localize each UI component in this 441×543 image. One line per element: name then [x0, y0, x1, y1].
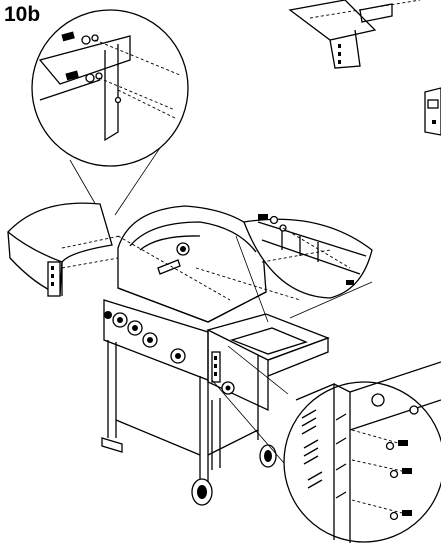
- control-knob: [127, 320, 143, 336]
- assembly-guide-lines: [117, 235, 331, 301]
- detail-circle-left-shelf: [31, 9, 189, 216]
- cart-frame: [101, 340, 259, 482]
- step-label: 10b: [4, 3, 41, 26]
- vent-slots: [301, 409, 347, 499]
- control-knob: [170, 348, 186, 364]
- screw: [385, 440, 408, 451]
- wheel: [259, 444, 277, 468]
- screw: [389, 510, 412, 521]
- control-knob: [112, 312, 128, 328]
- control-knob: [142, 332, 158, 348]
- detail-circle-right-shelf: [235, 214, 373, 323]
- grill-lid: [117, 205, 267, 323]
- screw: [65, 70, 103, 83]
- side-bracket-part: [288, 0, 421, 69]
- side-bracket-part-small: [424, 87, 441, 136]
- left-side-shelf: [7, 202, 121, 297]
- screw: [61, 31, 99, 45]
- screw: [389, 468, 412, 479]
- detail-circle-side-burner: [211, 345, 441, 543]
- wheel: [191, 478, 213, 506]
- right-side-shelf: [206, 313, 330, 412]
